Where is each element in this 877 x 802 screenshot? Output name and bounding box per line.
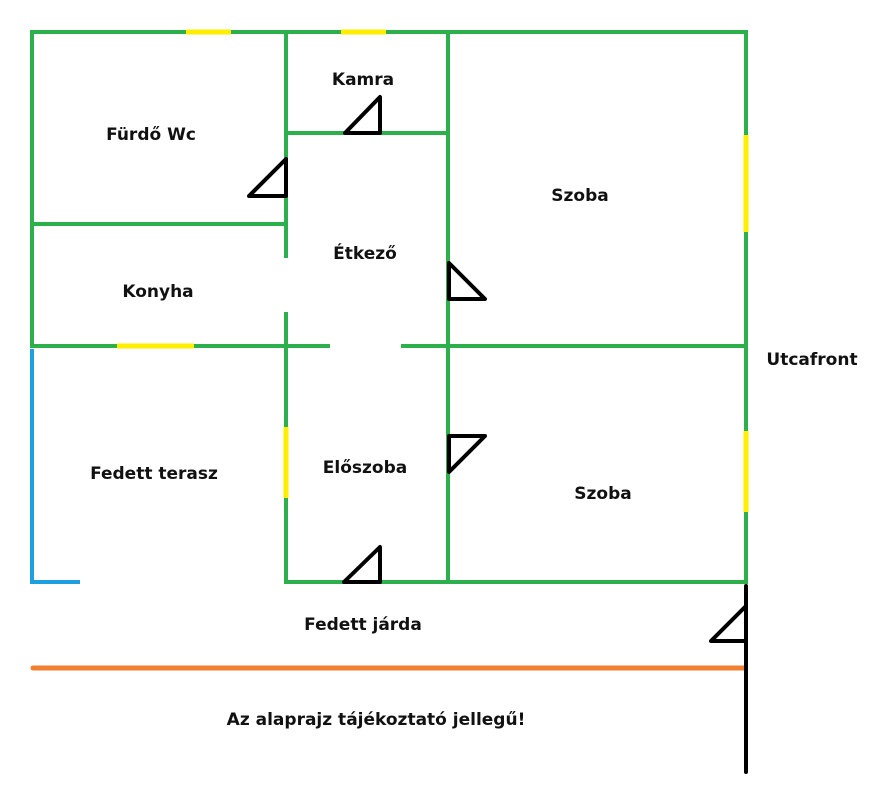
- terrace-edge: [30, 349, 80, 584]
- door-kamra: [343, 95, 382, 135]
- label-utcafront: Utcafront: [766, 350, 857, 370]
- door-eloszoba: [342, 545, 382, 584]
- labels: Fürdő Wc Kamra Étkező Konyha Szoba Fedet…: [90, 70, 858, 730]
- disclaimer-note: Az alaprajz tájékoztató jellegű!: [227, 710, 526, 730]
- room-label-fedett-terasz: Fedett terasz: [90, 464, 218, 484]
- doors: [247, 95, 748, 643]
- walls: [30, 30, 748, 584]
- door-szoba-2: [447, 434, 487, 474]
- label-fedett-jarda: Fedett járda: [304, 615, 422, 635]
- room-label-etkezo: Étkező: [333, 242, 397, 264]
- door-szoba-1: [447, 261, 487, 301]
- room-label-eloszoba: Előszoba: [323, 458, 407, 478]
- door-gate: [709, 604, 748, 643]
- door-furdo: [247, 157, 288, 198]
- room-label-szoba-1: Szoba: [551, 186, 608, 206]
- room-label-konyha: Konyha: [122, 282, 193, 302]
- windows: [117, 29, 749, 512]
- room-label-szoba-2: Szoba: [574, 484, 631, 504]
- room-label-kamra: Kamra: [332, 70, 394, 90]
- room-label-furdo-wc: Fürdő Wc: [106, 125, 196, 145]
